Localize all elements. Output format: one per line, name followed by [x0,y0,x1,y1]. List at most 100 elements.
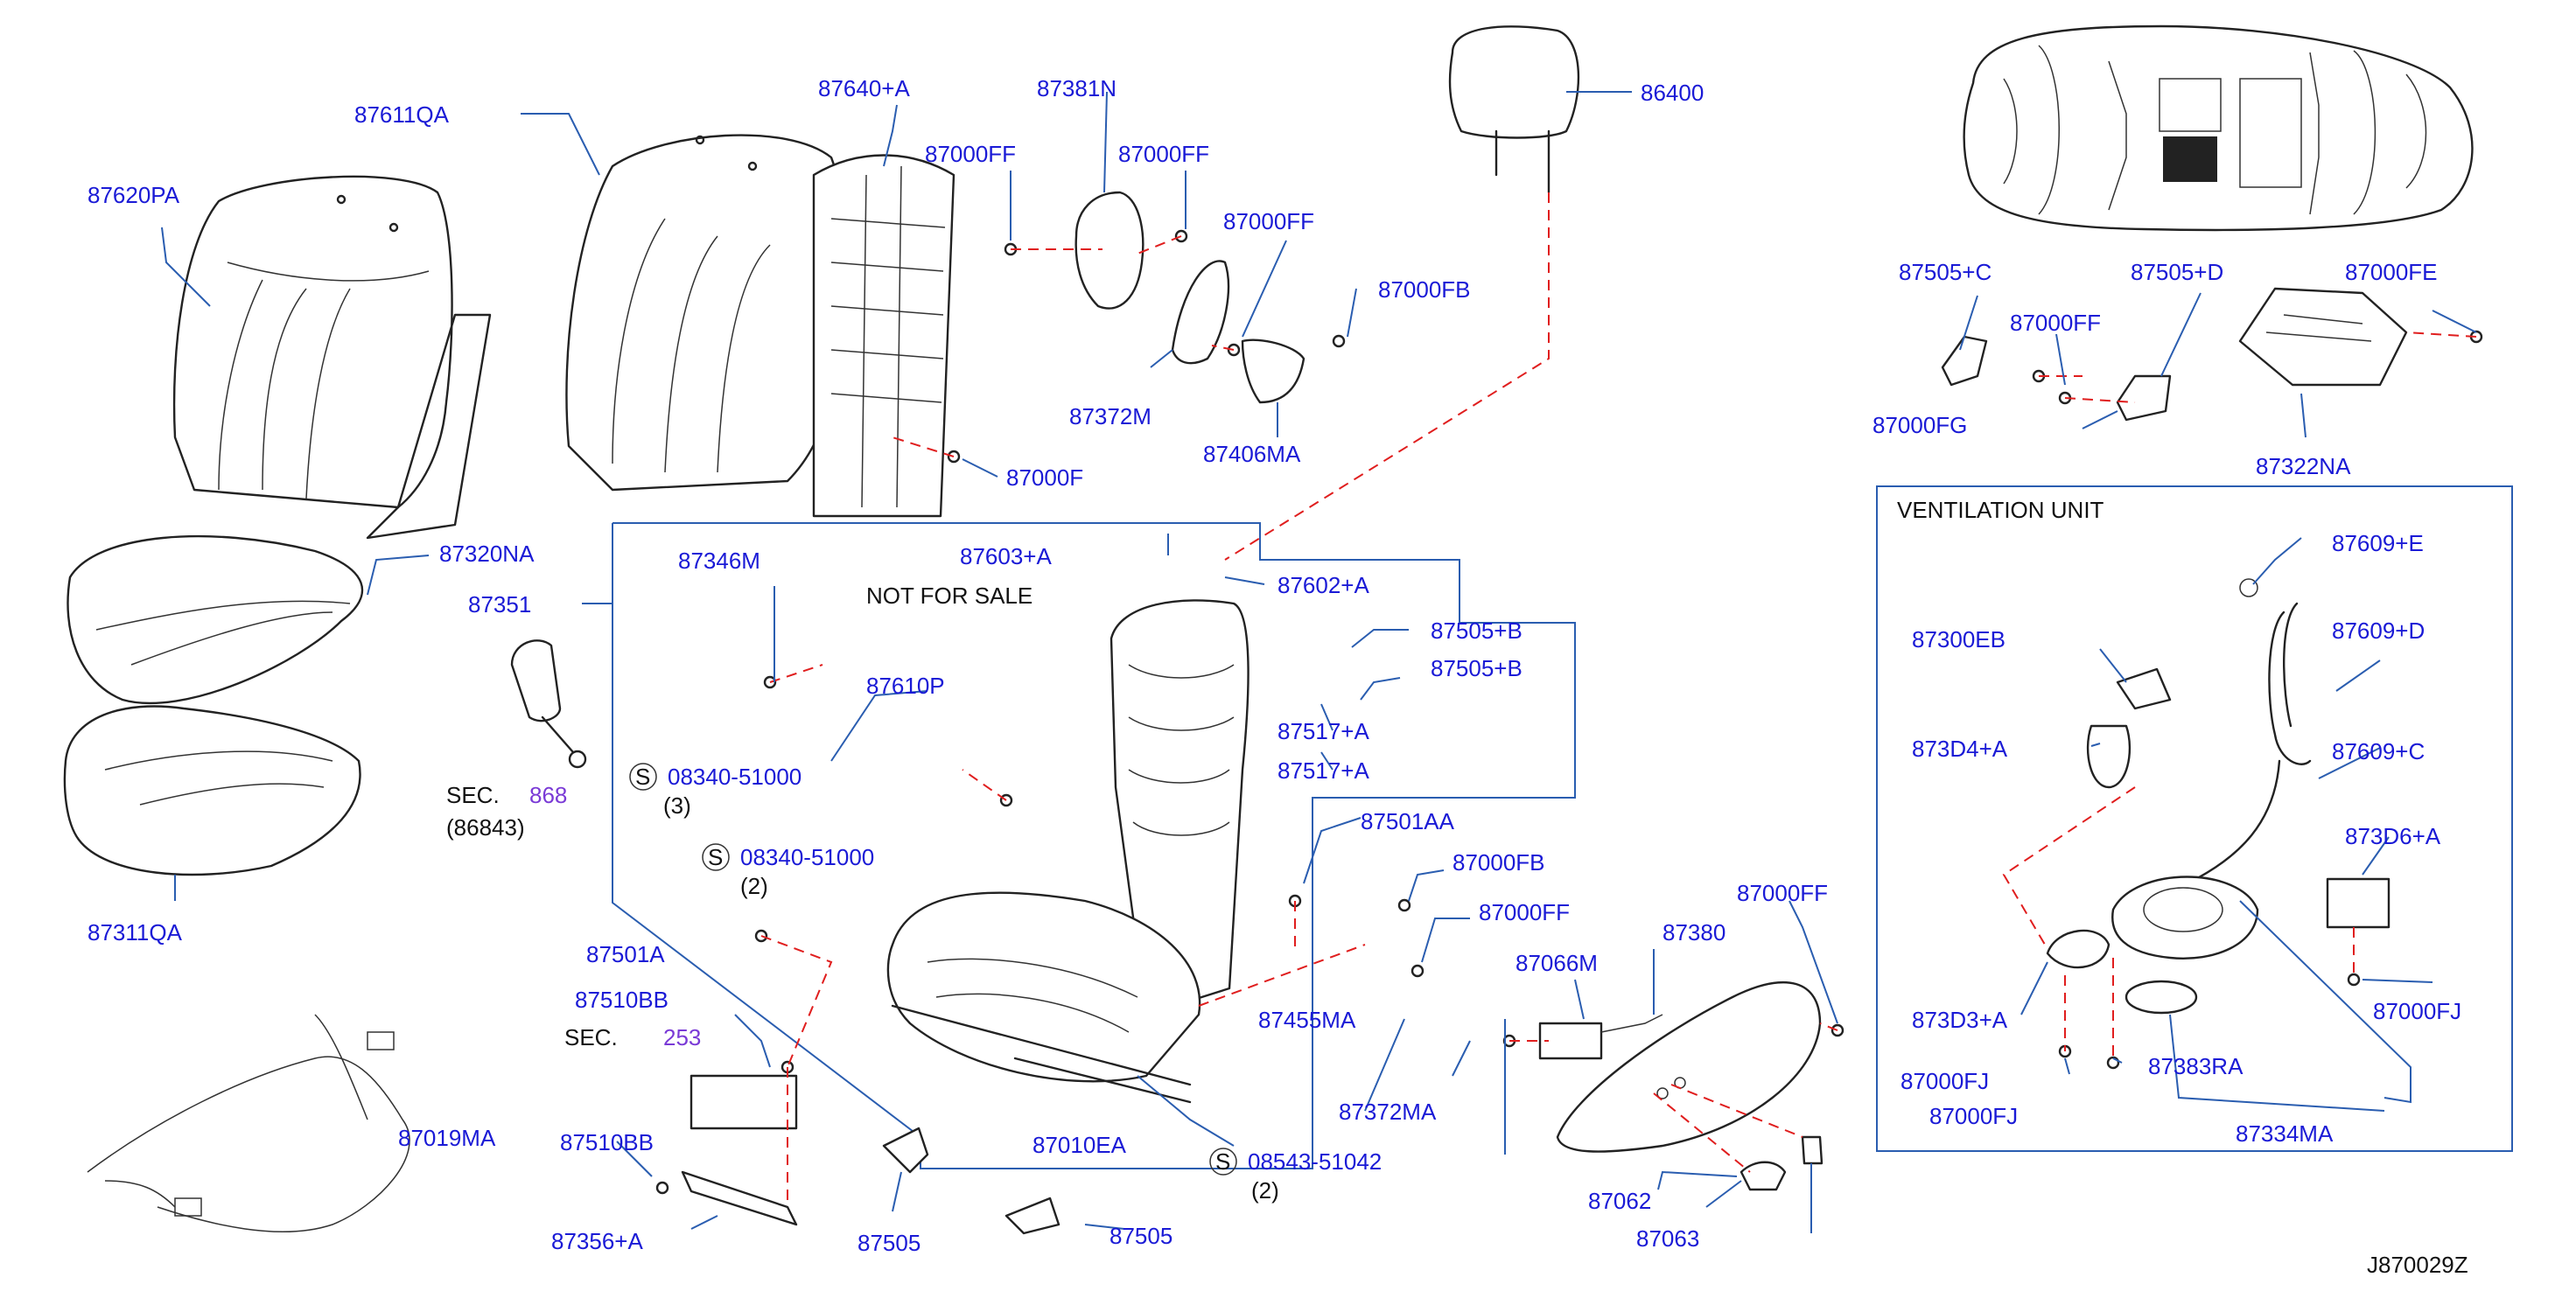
section-number: 253 [663,1024,701,1050]
car-topview-illustration [1963,24,2474,232]
part-label: 87505 [858,1230,920,1256]
part-label: 87501A [586,941,665,967]
part-label: 87603+A [960,543,1052,569]
screw-quantity: (3) [663,792,691,819]
diagram-id: J870029Z [2367,1252,2468,1278]
part-label: 87510BB [560,1129,654,1155]
covers-87505 [882,1127,1060,1235]
part-label: 87320NA [439,541,535,567]
ventilation-parts [2046,578,2390,1015]
part-label: 87000FF [1223,208,1314,234]
part-label: 87000FE [2345,259,2438,285]
part-label: 87505+B [1431,618,1522,644]
part-label: 87351 [468,591,531,618]
part-label: 873D6+A [2345,823,2441,849]
part-label: 87640+A [818,75,910,101]
part-label: 87000FF [1737,880,1828,906]
screw-mark: S [635,764,650,790]
part-label: 87505+D [2131,259,2223,285]
harness-87019ma [87,1014,410,1232]
screw-part-number: 08340-51000 [740,844,874,870]
part-label: 87609+C [2332,738,2425,764]
part-label: 87380 [1662,919,1726,946]
part-label: 87346M [678,548,760,574]
part-label: 87322NA [2256,453,2351,479]
part-label: 87505 [1110,1223,1172,1249]
section-number: 868 [529,782,567,808]
part-label: 873D4+A [1912,736,2008,762]
part-label: 87510BB [575,987,668,1013]
part-label: 87300EB [1912,626,2006,652]
part-label: 87000FJ [1900,1068,1989,1094]
part-label: 87000FF [925,141,1016,167]
seat-frame-87010ea [886,599,1250,1104]
screw-mark: S [1215,1148,1230,1175]
part-label: 87501AA [1361,808,1455,834]
part-label: 87381N [1037,75,1116,101]
part-label: 87010EA [1032,1132,1127,1158]
part-label: 87610P [866,673,945,699]
part-label: 87406MA [1203,441,1301,467]
part-label: 86400 [1641,80,1704,106]
upper-side-covers [1074,191,1306,404]
part-label: 87000FB [1452,849,1545,876]
buckle-87351 [510,639,587,769]
part-label: 87609+D [2332,618,2425,644]
part-label: 87517+A [1278,757,1369,784]
part-label: 87505+B [1431,655,1522,681]
screw-callout-1: S 08340-51000 (3) [629,763,802,819]
seatback-net-87640a [812,154,956,518]
assembly-dashes [760,192,2477,1207]
seatback-trim-87620pa [172,175,492,540]
part-label: 87311QA [88,919,183,946]
part-labels: 87611QA 87640+A 87381N 86400 87620PA 870… [88,75,2461,1256]
part-label: 87063 [1636,1225,1699,1252]
part-label: 87609+E [2332,530,2424,556]
section-sub: (86843) [446,814,525,841]
screw-quantity: (2) [1251,1177,1279,1204]
screw-part-number: 08340-51000 [668,764,802,790]
side-shield-87380 [1556,980,1822,1153]
section-prefix: SEC. [446,782,500,808]
part-label: 87000FJ [2373,998,2461,1024]
screw-callout-3: S 08543-51042 (2) [1209,1148,1382,1204]
part-label: 87383RA [2148,1053,2244,1079]
duct-87322na [2238,287,2408,387]
switch-87066m [1538,1014,1663,1060]
cushion-trim-87311qa [63,705,361,876]
section-ref-868: SEC. 868 (86843) [446,782,567,841]
part-label: 87356+A [551,1228,643,1254]
part-label: 87000FB [1378,276,1471,303]
part-label: 87372MA [1339,1099,1437,1125]
knobs-87062-87063 [1740,1135,1824,1191]
part-label: 87019MA [398,1125,496,1151]
part-label: 873D3+A [1912,1007,2008,1033]
part-label: 87455MA [1258,1007,1356,1033]
ventilation-unit-title: VENTILATION UNIT [1897,497,2104,523]
headrest-86400 [1448,25,1580,194]
part-label: 87000FF [1118,141,1209,167]
part-label: 87000FJ [1929,1103,2018,1129]
part-label: 87000FF [2010,310,2101,336]
part-label: 87000FF [1479,899,1570,925]
bracket-87356a [681,1074,798,1226]
part-label: 87066M [1516,950,1598,976]
part-label: 87611QA [354,101,450,128]
part-label: 87000FG [1872,412,1967,438]
part-label: 87372M [1069,403,1152,429]
cushion-pad-87320na [66,534,364,705]
screw-callout-2: S 08340-51000 (2) [702,843,874,899]
leader-lines [161,91,2477,1233]
section-prefix: SEC. [564,1024,618,1050]
small-parts-87505c-87505d [1941,335,2172,422]
part-label: 87620PA [88,182,180,208]
part-label: 87602+A [1278,572,1369,598]
ventilation-unit-box [1876,485,2513,1152]
seatback-pad-87611qa [565,134,843,492]
part-label: 87334MA [2236,1120,2334,1147]
screw-quantity: (2) [740,873,768,899]
part-label: 87517+A [1278,718,1369,744]
screw-part-number: 08543-51042 [1248,1148,1382,1175]
not-for-sale-note: NOT FOR SALE [866,583,1032,609]
